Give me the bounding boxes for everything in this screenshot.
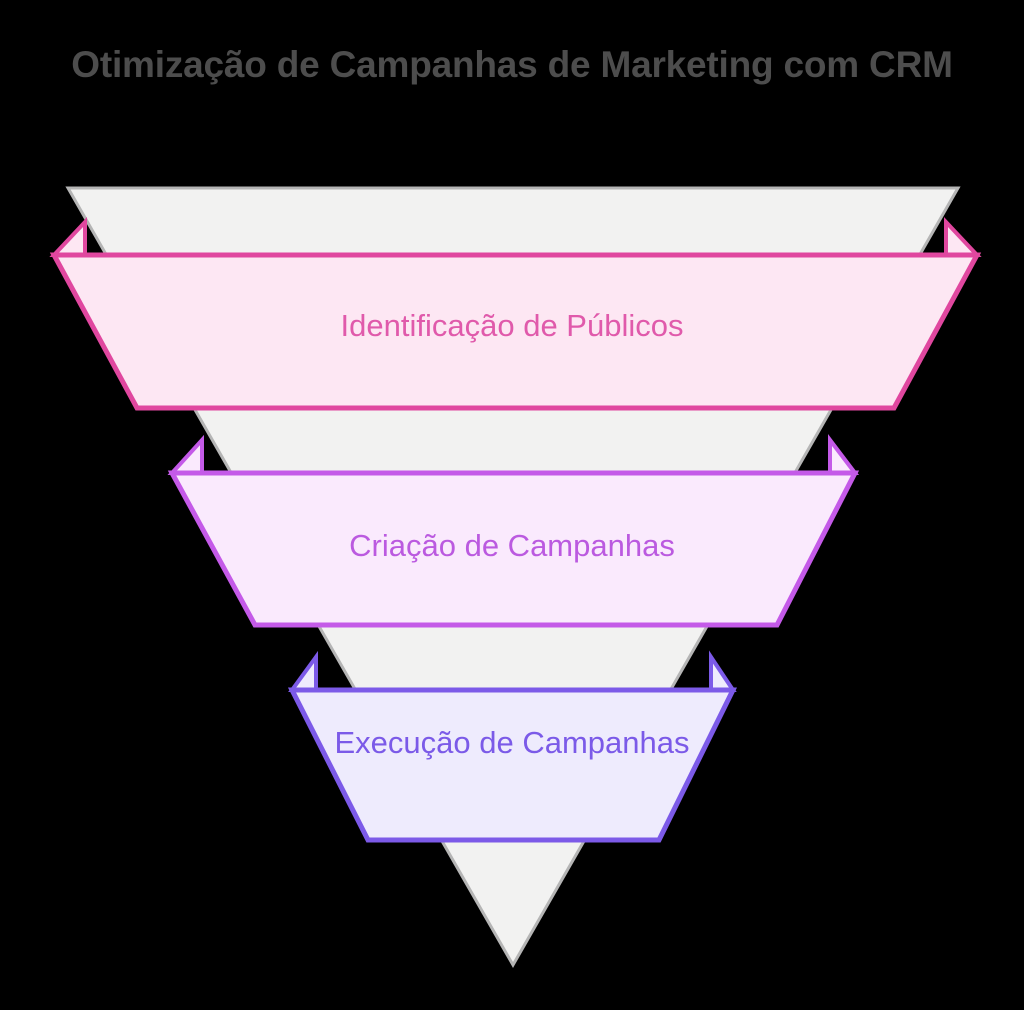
funnel-stage-2 [167, 434, 860, 628]
funnel-stage-shapes [49, 216, 982, 843]
funnel-stage-1-left-tail [49, 216, 87, 257]
page-title: Otimização de Campanhas de Marketing com… [71, 44, 953, 85]
funnel-stage-2-left-tail [167, 434, 204, 475]
funnel-stage-2-body [167, 470, 860, 628]
funnel-stage-1-right-tail [944, 216, 982, 257]
funnel-stage-3-left-tail [288, 650, 318, 692]
funnel-stage-3 [287, 650, 738, 843]
funnel-stage-3-right-tail [709, 650, 737, 692]
funnel-stage-1 [49, 216, 982, 411]
funnel-stage-2-right-tail [828, 434, 860, 475]
funnel-stage-3-body [287, 687, 738, 843]
funnel-stage-1-body [49, 252, 982, 411]
